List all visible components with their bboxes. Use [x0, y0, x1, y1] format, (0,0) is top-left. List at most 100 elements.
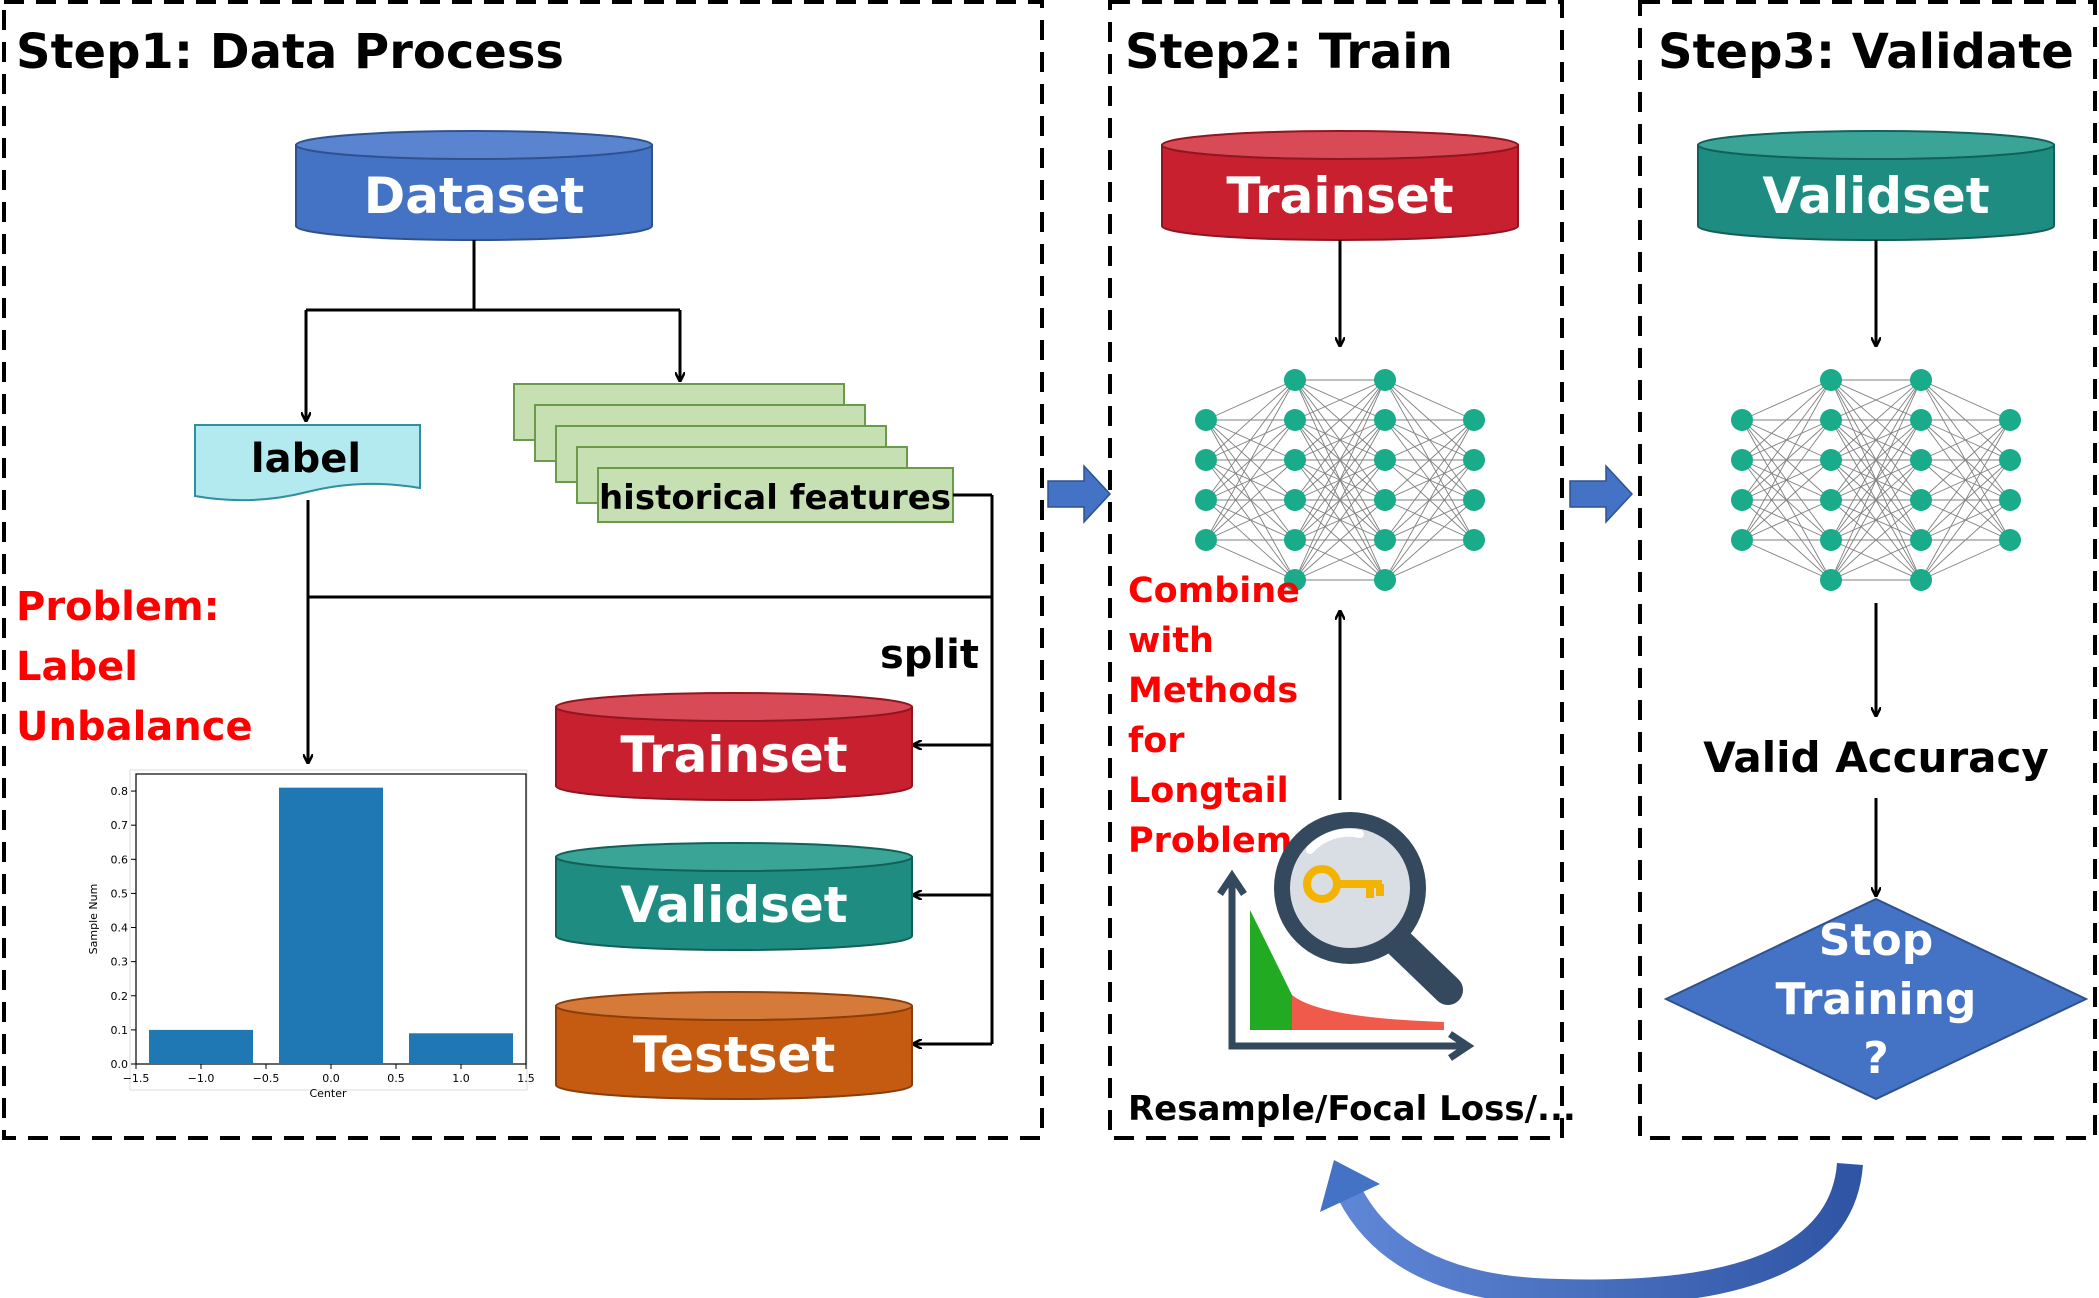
chart-bar — [149, 1029, 253, 1064]
dataset-connectors — [306, 240, 680, 420]
nn-node — [1463, 529, 1485, 551]
nn-node — [1999, 529, 2021, 551]
svg-text:Label: Label — [16, 644, 138, 690]
step2-title: Step2: Train — [1125, 24, 1453, 80]
feedback-loop-arrow — [1320, 1160, 1863, 1298]
svg-text:for: for — [1128, 721, 1185, 761]
nn-node — [1463, 409, 1485, 431]
nn-node — [1731, 529, 1753, 551]
step2-trainset-label: Trainset — [1226, 167, 1453, 225]
step3-validset-cylinder: Validset — [1697, 130, 2055, 241]
chart-x-tick-label: 0.5 — [387, 1072, 405, 1085]
chart-bar — [409, 1033, 513, 1064]
nn-node — [1284, 489, 1306, 511]
nn-node — [1195, 409, 1217, 431]
magnifier-key-icon — [1274, 812, 1463, 1005]
chart-y-tick-label: 0.0 — [111, 1058, 129, 1071]
problem-text: Problem: Label Unbalance — [16, 584, 253, 750]
methods-label: Resample/Focal Loss/... — [1128, 1089, 1576, 1129]
chart-y-tick-label: 0.6 — [111, 853, 129, 866]
split-label: split — [880, 632, 979, 678]
chart-x-tick-label: 1.5 — [517, 1072, 535, 1085]
chart-y-tick-label: 0.2 — [111, 990, 129, 1003]
step3-neural-network-icon — [1731, 369, 2021, 591]
nn-node — [1910, 409, 1932, 431]
nn-node — [1999, 409, 2021, 431]
nn-node — [1195, 449, 1217, 471]
chart-y-tick-label: 0.8 — [111, 785, 129, 798]
valid-accuracy-label: Valid Accuracy — [1703, 733, 2049, 782]
chart-x-tick-label: −1.0 — [188, 1072, 215, 1085]
svg-text:Problem:: Problem: — [16, 584, 220, 630]
dataset-label: Dataset — [364, 167, 584, 225]
nn-node — [1999, 449, 2021, 471]
nn-node — [1731, 489, 1753, 511]
step3-validset-label: Validset — [1762, 167, 1989, 225]
svg-text:Training: Training — [1776, 974, 1977, 1025]
nn-node — [1284, 409, 1306, 431]
chart-ylabel: Sample Num — [87, 884, 100, 955]
step3-panel — [1638, 0, 2097, 1140]
label-text: label — [251, 436, 361, 482]
step1-to-step2-arrow — [1047, 464, 1112, 524]
nn-node — [1910, 449, 1932, 471]
chart-xlabel: Center — [309, 1087, 347, 1100]
label-document: label — [194, 424, 421, 502]
longtail-curve-icon — [1217, 869, 1475, 1061]
step2-trainset-cylinder: Trainset — [1161, 130, 1519, 241]
chart-y-tick-label: 0.3 — [111, 956, 129, 969]
chart-bar — [279, 787, 383, 1064]
split-connectors — [308, 493, 994, 1044]
nn-node — [1374, 569, 1396, 591]
step1-testset-label: Testset — [633, 1026, 836, 1084]
chart-y-tick-label: 0.7 — [111, 819, 129, 832]
nn-node — [1731, 409, 1753, 431]
nn-node — [1910, 529, 1932, 551]
step2-neural-network-icon — [1195, 369, 1485, 591]
nn-node — [1910, 489, 1932, 511]
nn-node — [1820, 409, 1842, 431]
step1-validset-cylinder: Validset — [555, 842, 913, 951]
step2-panel — [1108, 0, 1564, 1140]
nn-node — [1820, 449, 1842, 471]
nn-node — [1195, 489, 1217, 511]
svg-text:?: ? — [1863, 1033, 1889, 1084]
stop-training-decision: Stop Training ? — [1663, 897, 2089, 1101]
svg-text:Unbalance: Unbalance — [16, 704, 253, 750]
svg-text:Longtail: Longtail — [1128, 771, 1289, 811]
nn-node — [1284, 449, 1306, 471]
combine-text: Combine with Methods for Longtail Proble… — [1128, 571, 1300, 861]
step3-title: Step3: Validate — [1658, 24, 2074, 80]
nn-node — [1195, 529, 1217, 551]
step1-title: Step1: Data Process — [16, 24, 564, 80]
dataset-cylinder: Dataset — [295, 130, 653, 241]
svg-text:Combine: Combine — [1128, 571, 1300, 611]
chart-x-tick-label: −1.5 — [123, 1072, 150, 1085]
nn-node — [1820, 569, 1842, 591]
historical-features-label: historical features — [599, 478, 951, 518]
nn-node — [1463, 449, 1485, 471]
nn-node — [1820, 489, 1842, 511]
svg-text:with: with — [1128, 621, 1214, 661]
chart-y-tick-label: 0.5 — [111, 887, 129, 900]
nn-node — [1374, 449, 1396, 471]
step1-testset-cylinder: Testset — [555, 991, 913, 1100]
nn-node — [1999, 489, 2021, 511]
step1-trainset-label: Trainset — [620, 726, 847, 784]
step1-panel — [2, 0, 1044, 1140]
chart-x-tick-label: 0.0 — [322, 1072, 340, 1085]
chart-x-tick-label: −0.5 — [253, 1072, 280, 1085]
nn-node — [1820, 529, 1842, 551]
historical-features-stack — [513, 383, 954, 523]
svg-text:Problem: Problem — [1128, 821, 1292, 861]
svg-text:Stop: Stop — [1819, 915, 1933, 966]
nn-node — [1463, 489, 1485, 511]
nn-node — [1910, 369, 1932, 391]
nn-node — [1910, 569, 1932, 591]
nn-node — [1284, 569, 1306, 591]
nn-node — [1731, 449, 1753, 471]
step1-validset-label: Validset — [620, 876, 847, 934]
nn-node — [1284, 529, 1306, 551]
